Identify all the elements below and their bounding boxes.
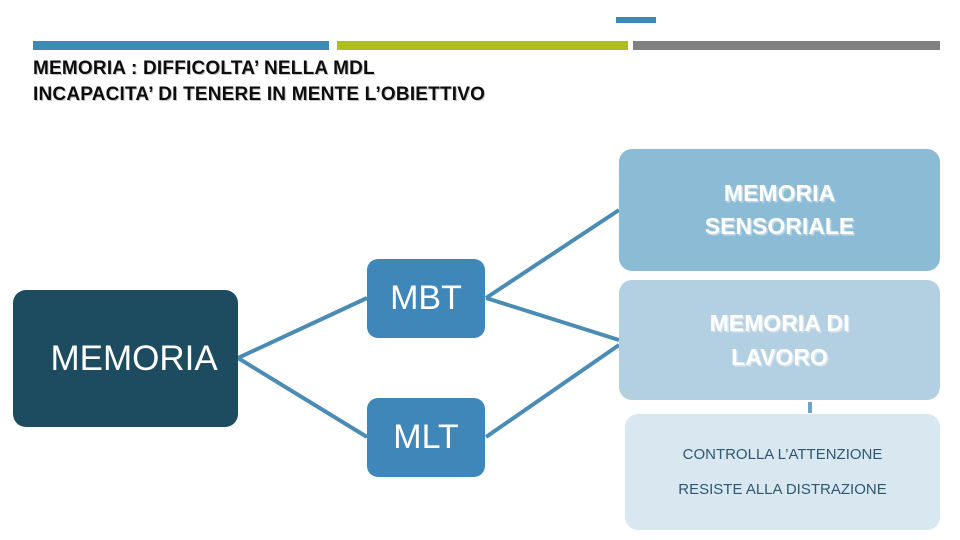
edge-mbt-sensoriale <box>484 208 621 300</box>
edge-lavoro-controlla <box>808 402 812 413</box>
node-memoria-di-lavoro-line1: MEMORIA DI <box>709 310 850 336</box>
node-memoria-label: MEMORIA <box>50 338 218 378</box>
accent-tick <box>616 17 656 23</box>
node-controlla-attenzione-label: CONTROLLA L’ATTENZIONE RESISTE ALLA DIST… <box>625 437 940 507</box>
title-line-1: MEMORIA : DIFFICOLTA’ NELLA MDL <box>33 58 375 79</box>
edge-mbt-lavoro <box>485 296 620 342</box>
accent-bar-olive <box>337 41 628 50</box>
node-mlt[interactable]: MLT <box>367 398 485 477</box>
title-line-2: INCAPACITA’ DI TENERE IN MENTE L’OBIETTI… <box>33 84 486 105</box>
accent-bar-blue <box>33 41 329 50</box>
node-mlt-label: MLT <box>393 418 459 456</box>
node-memoria-di-lavoro-line2: LAVORO <box>731 344 828 370</box>
node-controlla-line2: RESISTE ALLA DISTRAZIONE <box>678 481 887 498</box>
node-memoria-sensoriale-label: MEMORIA SENSORIALE <box>705 177 855 243</box>
node-memoria-di-lavoro-label: MEMORIA DI LAVORO <box>710 306 850 374</box>
node-mbt-label: MBT <box>390 279 462 317</box>
accent-bar-gray <box>633 41 940 50</box>
node-memoria-sensoriale[interactable]: MEMORIA SENSORIALE <box>619 149 940 271</box>
node-memoria-sensoriale-line2: SENSORIALE <box>704 213 855 239</box>
edge-memoria-mbt <box>237 296 368 360</box>
page-title: MEMORIA : DIFFICOLTA’ NELLA MDL INCAPACI… <box>33 56 823 108</box>
edge-mlt-lavoro <box>484 343 621 439</box>
node-memoria[interactable]: MEMORIA <box>13 290 238 427</box>
node-mbt[interactable]: MBT <box>367 259 485 338</box>
node-controlla-attenzione[interactable]: CONTROLLA L’ATTENZIONE RESISTE ALLA DIST… <box>625 414 940 530</box>
edge-memoria-mlt <box>236 356 369 439</box>
node-controlla-line1: CONTROLLA L’ATTENZIONE <box>682 446 883 463</box>
node-memoria-di-lavoro[interactable]: MEMORIA DI LAVORO <box>619 280 940 400</box>
node-memoria-sensoriale-line1: MEMORIA <box>723 180 836 206</box>
